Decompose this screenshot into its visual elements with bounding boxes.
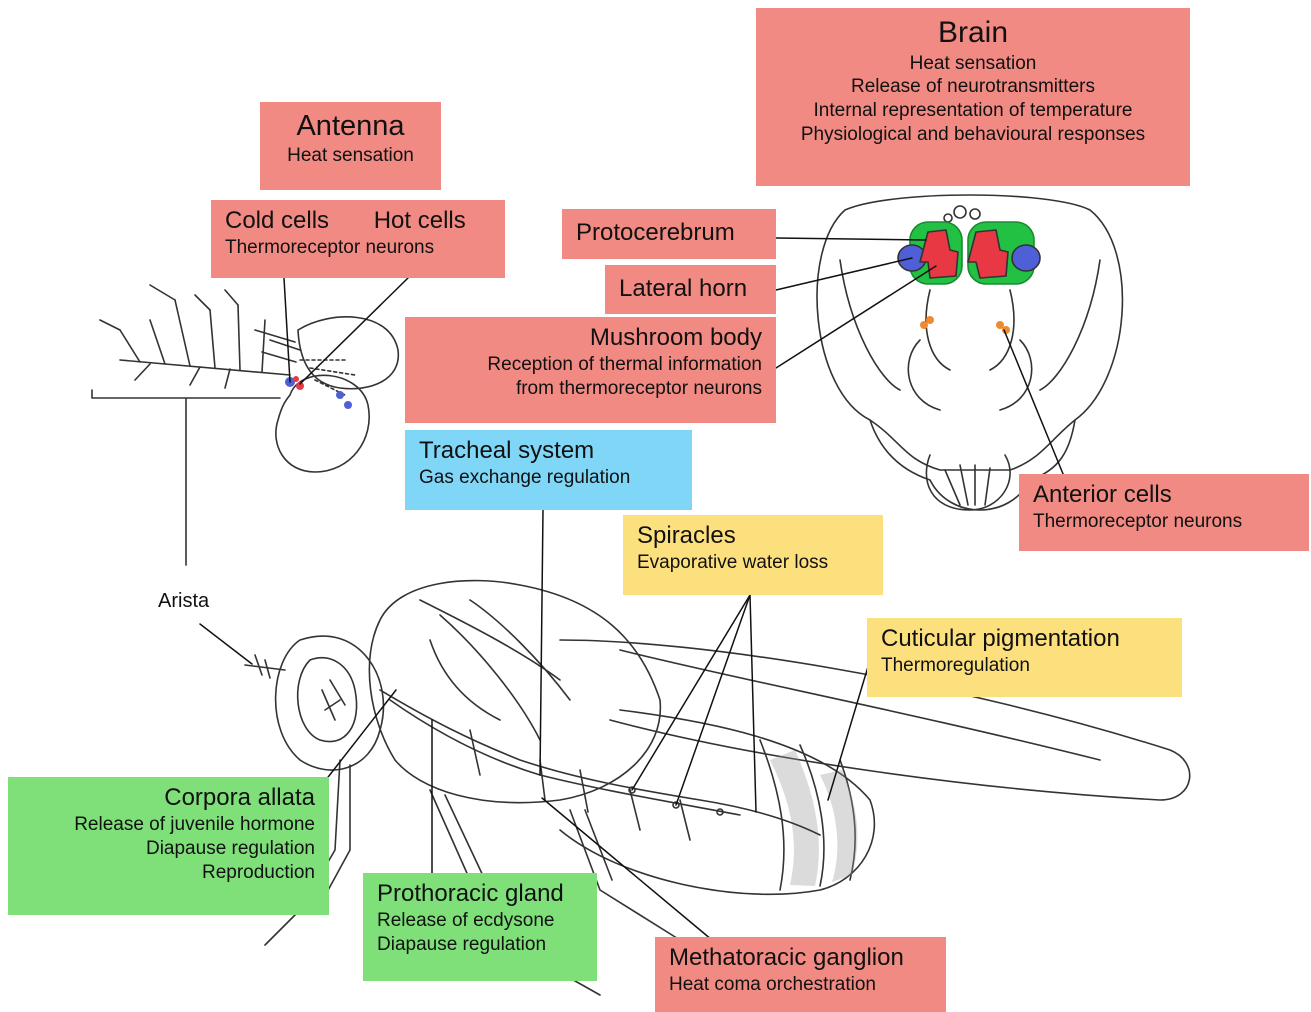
brain-line-3: Internal representation of temperature xyxy=(770,99,1176,123)
corpora-title: Corpora allata xyxy=(22,783,315,813)
cells-box: Cold cells Hot cells Thermoreceptor neur… xyxy=(211,200,505,278)
anterior-cells-box: Anterior cells Thermoreceptor neurons xyxy=(1019,474,1309,551)
mushroom-line-2: from thermoreceptor neurons xyxy=(419,377,762,401)
metathoracic-line: Heat coma orchestration xyxy=(669,973,932,997)
antenna-box: Antenna Heat sensation xyxy=(260,102,441,190)
arista-label: Arista xyxy=(158,590,209,613)
prothoracic-box: Prothoracic gland Release of ecdysone Di… xyxy=(363,873,597,981)
tracheal-line: Gas exchange regulation xyxy=(419,466,678,490)
mushroom-line-1: Reception of thermal information xyxy=(419,353,762,377)
spiracles-line: Evaporative water loss xyxy=(637,551,869,575)
cuticular-title: Cuticular pigmentation xyxy=(881,624,1168,654)
mushroom-title: Mushroom body xyxy=(419,323,762,353)
brain-line-2: Release of neurotransmitters xyxy=(770,75,1176,99)
cells-line: Thermoreceptor neurons xyxy=(225,236,491,260)
mushroom-body-box: Mushroom body Reception of thermal infor… xyxy=(405,317,776,423)
metathoracic-box: Methatoracic ganglion Heat coma orchestr… xyxy=(655,937,946,1012)
prothoracic-title: Prothoracic gland xyxy=(377,879,583,909)
corpora-line-2: Diapause regulation xyxy=(22,837,315,861)
corpora-line-1: Release of juvenile hormone xyxy=(22,813,315,837)
antenna-drawing xyxy=(92,285,398,565)
protocerebrum-label: Protocerebrum xyxy=(576,215,762,248)
antenna-line: Heat sensation xyxy=(274,144,427,168)
protocerebrum-box: Protocerebrum xyxy=(562,209,776,259)
tracheal-title: Tracheal system xyxy=(419,436,678,466)
brain-line-4: Physiological and behavioural responses xyxy=(770,123,1176,147)
cold-cells-label: Cold cells xyxy=(225,207,329,234)
brain-box: Brain Heat sensation Release of neurotra… xyxy=(756,8,1190,186)
cuticular-box: Cuticular pigmentation Thermoregulation xyxy=(867,618,1182,697)
lateral-horn-box: Lateral horn xyxy=(605,265,776,314)
prothoracic-line-1: Release of ecdysone xyxy=(377,909,583,933)
anterior-line: Thermoreceptor neurons xyxy=(1033,510,1295,534)
head-brain-drawing xyxy=(817,195,1122,510)
metathoracic-title: Methatoracic ganglion xyxy=(669,943,932,973)
cuticular-line: Thermoregulation xyxy=(881,654,1168,678)
spiracles-box: Spiracles Evaporative water loss xyxy=(623,515,883,595)
antenna-title: Antenna xyxy=(274,108,427,144)
lateral-horn-label: Lateral horn xyxy=(619,271,762,304)
tracheal-box: Tracheal system Gas exchange regulation xyxy=(405,430,692,510)
corpora-allata-box: Corpora allata Release of juvenile hormo… xyxy=(8,777,329,915)
hot-cells-label: Hot cells xyxy=(374,207,466,234)
anterior-title: Anterior cells xyxy=(1033,480,1295,510)
corpora-line-3: Reproduction xyxy=(22,861,315,885)
spiracles-title: Spiracles xyxy=(637,521,869,551)
brain-title: Brain xyxy=(770,14,1176,52)
prothoracic-line-2: Diapause regulation xyxy=(377,933,583,957)
brain-line-1: Heat sensation xyxy=(770,52,1176,76)
